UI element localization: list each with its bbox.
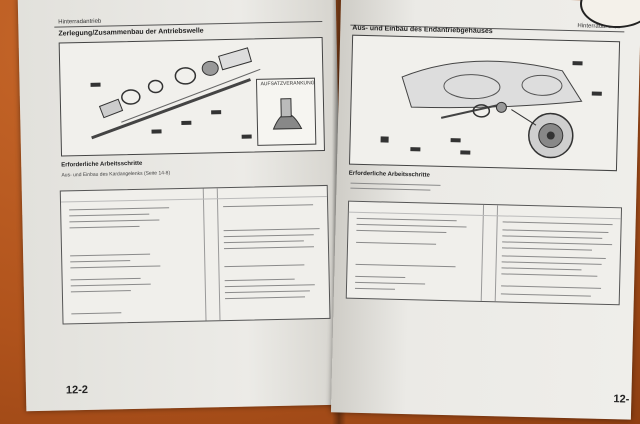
left-header: Hinterradantrieb xyxy=(54,11,323,28)
left-page-number: 12-2 xyxy=(65,383,89,397)
callout-label: AUFSATZVERANKUNG xyxy=(260,80,315,88)
right-required-steps-heading: Erforderliche Arbeitsschritte xyxy=(348,170,430,179)
left-header-section: Hinterradantrieb xyxy=(58,18,102,26)
driveshaft-drawing xyxy=(90,47,317,146)
left-procedure-table xyxy=(59,184,331,325)
left-required-steps-heading: Erforderliche Arbeitsschritte xyxy=(61,160,143,169)
right-procedure-table xyxy=(345,200,623,306)
right-page-number: 12- xyxy=(613,393,630,406)
right-manual-page: Hinterradantrieb Aus- und Einbau des End… xyxy=(330,0,640,420)
left-manual-page: Hinterradantrieb Zerlegung/Zusammenbau d… xyxy=(17,0,345,412)
final-drive-drawing xyxy=(380,60,602,159)
left-required-steps-note: Aus- und Einbau des Kardangelenks (Seite… xyxy=(61,170,171,179)
driveshaft-exploded-diagram: AUFSATZVERANKUNG xyxy=(58,36,325,157)
final-drive-diagram xyxy=(348,34,621,172)
left-page-title: Zerlegung/Zusammenbau der Antriebswelle xyxy=(58,27,204,38)
